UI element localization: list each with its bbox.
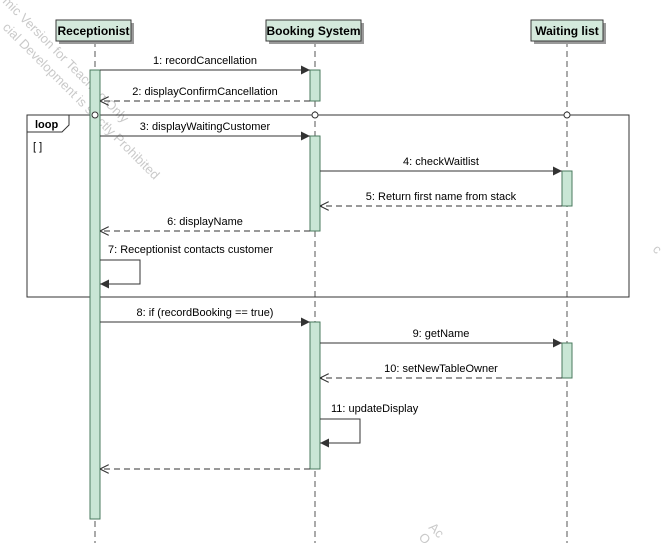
lifeline-label-booking-system: Booking System	[266, 24, 360, 38]
lifeline-label-receptionist: Receptionist	[57, 24, 129, 38]
message-3[interactable]: 3: displayWaitingCustomer	[100, 121, 310, 141]
message-5[interactable]: 5: Return first name from stack	[320, 191, 562, 206]
activation-waiting-list-2[interactable]	[561, 342, 573, 379]
loop-frame[interactable]: loop [ ]	[26, 114, 630, 298]
message-2-label: 2: displayConfirmCancellation	[132, 86, 278, 98]
watermark-line-1: mic Version for Teaching Only	[0, 0, 132, 126]
activation-booking-system-2[interactable]	[309, 135, 321, 232]
frame-intersection-waiting-list	[563, 111, 571, 119]
activation-receptionist[interactable]	[89, 69, 101, 520]
message-6-label: 6: displayName	[167, 216, 243, 228]
frame-intersection-booking-system	[311, 111, 319, 119]
message-2[interactable]: 2: displayConfirmCancellation	[100, 86, 310, 101]
frame-intersection-receptionist	[91, 111, 99, 119]
lifeline-head-booking-system[interactable]: Booking System	[265, 19, 364, 44]
message-7-label: 7: Receptionist contacts customer	[108, 244, 273, 256]
message-7[interactable]: 7: Receptionist contacts customer	[100, 244, 273, 289]
lifeline-head-receptionist[interactable]: Receptionist	[55, 19, 134, 44]
message-3-label: 3: displayWaitingCustomer	[140, 121, 271, 133]
message-8-label: 8: if (recordBooking == true)	[137, 307, 274, 319]
message-1[interactable]: 1: recordCancellation	[100, 55, 310, 75]
message-9-label: 9: getName	[413, 328, 470, 340]
message-8[interactable]: 8: if (recordBooking == true)	[100, 307, 310, 327]
message-4[interactable]: 4: checkWaitlist	[320, 156, 562, 176]
message-5-label: 5: Return first name from stack	[366, 191, 517, 203]
loop-frame-guard: [ ]	[33, 141, 42, 153]
message-9[interactable]: 9: getName	[320, 328, 562, 348]
message-6[interactable]: 6: displayName	[100, 216, 310, 231]
loop-frame-tag-label: loop	[35, 119, 58, 131]
lifeline-label-waiting-list: Waiting list	[535, 24, 599, 38]
loop-frame-tag	[26, 115, 70, 133]
message-10[interactable]: 10: setNewTableOwner	[320, 363, 562, 378]
message-4-label: 4: checkWaitlist	[403, 156, 479, 168]
activation-waiting-list-1[interactable]	[561, 170, 573, 207]
message-10-label: 10: setNewTableOwner	[384, 363, 498, 375]
activation-booking-system-1[interactable]	[309, 69, 321, 102]
activation-booking-system-3[interactable]	[309, 321, 321, 470]
lifeline-head-waiting-list[interactable]: Waiting list	[530, 19, 606, 44]
message-1-label: 1: recordCancellation	[153, 55, 257, 67]
message-11[interactable]: 11: updateDisplay	[320, 403, 419, 448]
message-11-label: 11: updateDisplay	[331, 403, 419, 415]
watermark-fragment-3: c	[650, 242, 662, 258]
